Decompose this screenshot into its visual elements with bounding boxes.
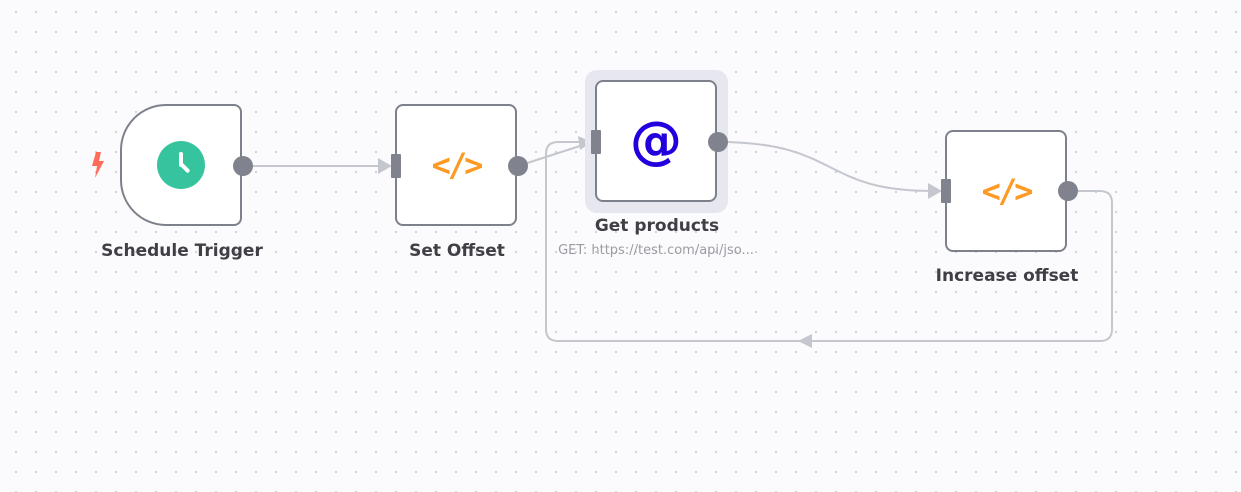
node-label: Set Offset bbox=[409, 241, 505, 261]
input-handle[interactable] bbox=[591, 130, 601, 154]
output-handle[interactable] bbox=[508, 156, 528, 176]
output-handle[interactable] bbox=[1058, 181, 1078, 201]
node-get-products[interactable]: @ bbox=[595, 80, 717, 202]
edge-set-offset-to-get-products bbox=[517, 144, 584, 167]
node-subtitle: GET: https://test.com/api/jso... bbox=[558, 243, 754, 258]
node-label: Get products bbox=[594, 216, 720, 236]
input-handle[interactable] bbox=[941, 179, 951, 203]
node-label: Schedule Trigger bbox=[101, 241, 263, 261]
code-icon: </> bbox=[981, 172, 1034, 210]
arrow-head bbox=[378, 158, 392, 174]
clock-icon bbox=[157, 141, 205, 189]
edge-get-products-to-increase-offset bbox=[717, 141, 933, 192]
code-icon: </> bbox=[431, 146, 484, 184]
node-schedule-trigger[interactable] bbox=[120, 104, 242, 226]
node-label: Increase offset bbox=[935, 266, 1079, 286]
arrow-head bbox=[798, 334, 812, 348]
input-handle[interactable] bbox=[391, 154, 401, 178]
edge-loop-back bbox=[545, 141, 1113, 342]
node-set-offset[interactable]: </> bbox=[395, 104, 517, 226]
trigger-bolt-icon bbox=[92, 152, 104, 178]
node-increase-offset[interactable]: </> bbox=[945, 130, 1067, 252]
at-icon: @ bbox=[630, 111, 682, 171]
output-handle[interactable] bbox=[708, 132, 728, 152]
output-handle[interactable] bbox=[233, 156, 253, 176]
arrow-head bbox=[928, 183, 942, 199]
